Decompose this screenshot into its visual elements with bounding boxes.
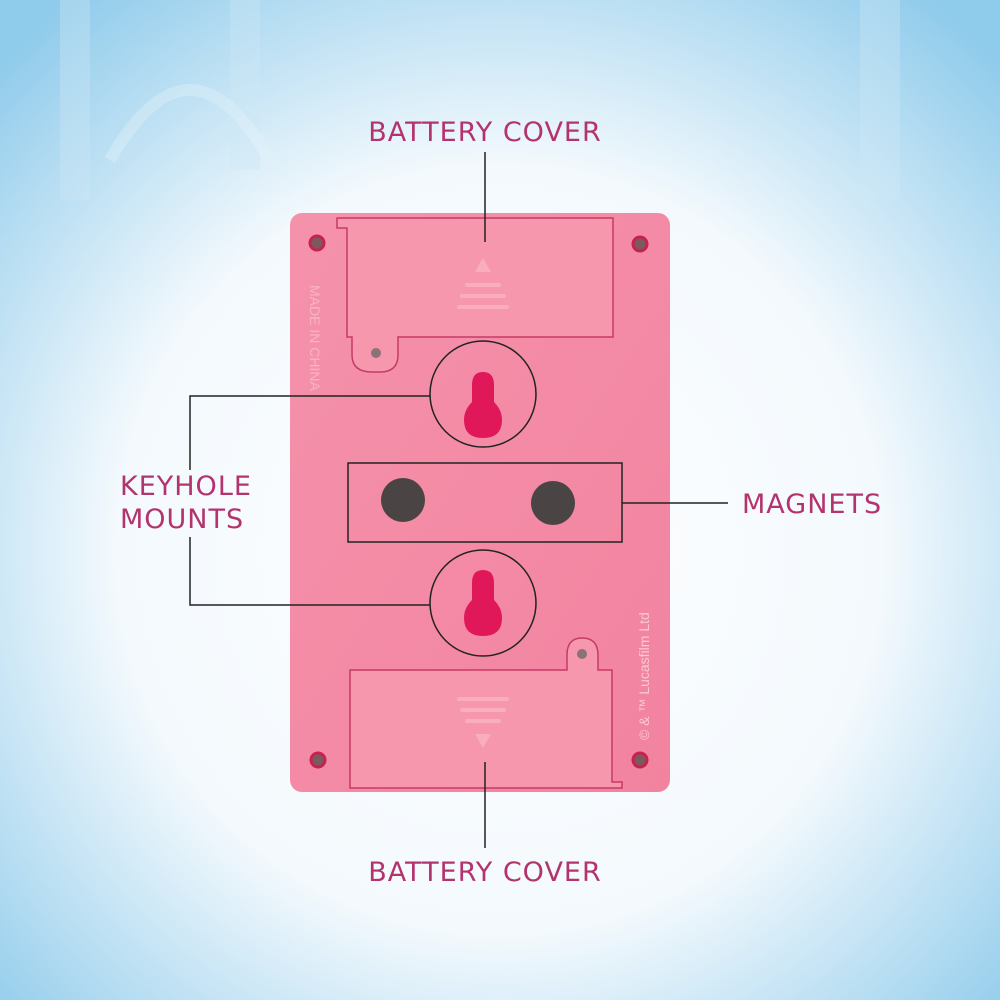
background-castle-decoration [60, 0, 900, 200]
callout-circle-keyhole-bottom [429, 549, 537, 657]
slide-marking [460, 294, 506, 298]
keyhole-top [464, 372, 502, 438]
made-in-china-text: MADE IN CHINA [307, 285, 323, 391]
slide-marking [460, 708, 506, 712]
device-back: MADE IN CHINA © & ™ Lucasfilm Ltd [290, 213, 670, 792]
screw-icon [308, 234, 326, 252]
cover-screw [577, 649, 587, 659]
leader-lines [189, 152, 728, 848]
callout-labels: BATTERY COVER KEYHOLE MOUNTS MAGNETS BAT… [120, 117, 882, 888]
arrow-up-icon [475, 258, 491, 272]
background-pillar [230, 0, 260, 170]
label-mounts: MOUNTS [120, 504, 244, 535]
arrow-down-icon [475, 734, 491, 748]
leader-line-keyhole-top [189, 395, 430, 470]
slide-marking [457, 305, 509, 309]
corner-screws [308, 234, 649, 769]
label-battery-cover-bottom: BATTERY COVER [368, 857, 602, 888]
battery-cover-bottom-panel [349, 637, 623, 789]
label-battery-cover-top: BATTERY COVER [368, 117, 602, 148]
label-keyhole: KEYHOLE [120, 471, 252, 502]
background-arch [104, 84, 276, 163]
screw-icon [631, 751, 649, 769]
screw-icon [309, 751, 327, 769]
slide-marking [465, 719, 501, 723]
screw-icon [631, 235, 649, 253]
slide-marking [457, 697, 509, 701]
background-pillar [60, 0, 90, 200]
magnet-right [531, 481, 575, 525]
copyright-text: © & ™ Lucasfilm Ltd [636, 612, 652, 740]
label-magnets: MAGNETS [742, 489, 882, 520]
leader-line-keyhole-bottom [189, 537, 430, 606]
slide-marking [465, 283, 501, 287]
callout-circle-keyhole-top [429, 340, 537, 448]
background-pillar [860, 0, 900, 200]
magnet-left [381, 478, 425, 522]
keyhole-bottom [464, 570, 502, 636]
cover-screw [371, 348, 381, 358]
